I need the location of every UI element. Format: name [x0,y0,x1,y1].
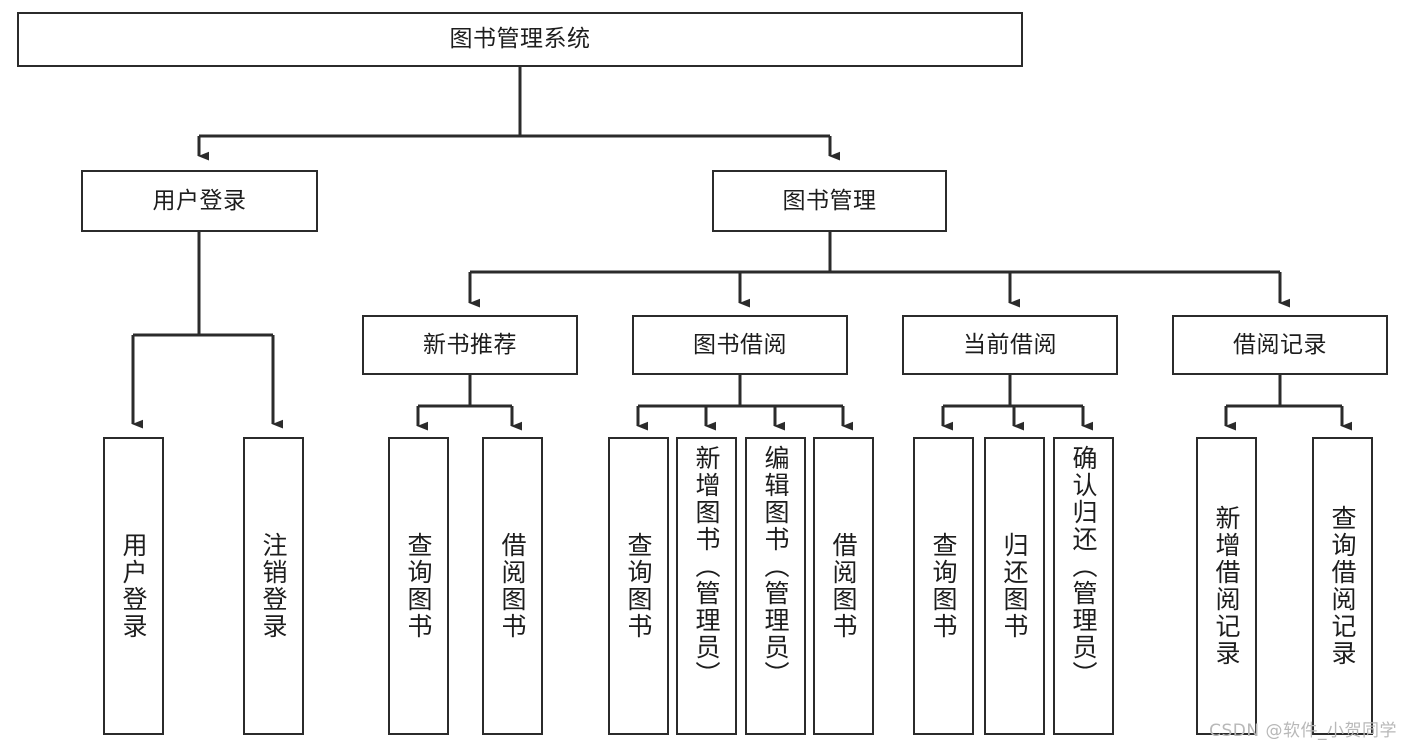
node-borrow-record-label: 借阅记录 [1233,331,1327,358]
node-leaf-logout-label: 注销登录 [259,532,288,640]
node-leaf-query-record-label: 查询借阅记录 [1328,505,1357,667]
node-leaf-add-record[interactable]: 新增借阅记录 [1196,437,1257,735]
node-leaf-user-login-label: 用户登录 [119,532,148,640]
node-leaf-query-book-2-label: 查询图书 [624,532,653,640]
node-leaf-user-login[interactable]: 用户登录 [103,437,164,735]
node-new-book-recommend[interactable]: 新书推荐 [362,315,578,375]
node-current-borrow[interactable]: 当前借阅 [902,315,1118,375]
node-leaf-edit-book-label: 编辑图书（管理员） [761,445,790,688]
node-leaf-add-book[interactable]: 新增图书（管理员） [676,437,737,735]
node-leaf-logout[interactable]: 注销登录 [243,437,304,735]
node-leaf-query-record[interactable]: 查询借阅记录 [1312,437,1373,735]
node-new-book-recommend-label: 新书推荐 [423,331,517,358]
node-user-login-label: 用户登录 [152,187,247,214]
node-leaf-borrow-book-2[interactable]: 借阅图书 [813,437,874,735]
node-current-borrow-label: 当前借阅 [963,331,1057,358]
node-leaf-return-book[interactable]: 归还图书 [984,437,1045,735]
node-book-borrow-label: 图书借阅 [693,331,787,358]
node-book-management[interactable]: 图书管理 [712,170,947,232]
node-book-management-label: 图书管理 [782,187,877,214]
node-book-borrow[interactable]: 图书借阅 [632,315,848,375]
node-leaf-query-book-1[interactable]: 查询图书 [388,437,449,735]
node-leaf-query-book-1-label: 查询图书 [404,532,433,640]
node-borrow-record[interactable]: 借阅记录 [1172,315,1388,375]
node-leaf-borrow-book-2-label: 借阅图书 [829,532,858,640]
node-user-login[interactable]: 用户登录 [81,170,318,232]
node-leaf-edit-book[interactable]: 编辑图书（管理员） [745,437,806,735]
node-leaf-add-record-label: 新增借阅记录 [1212,505,1241,667]
node-leaf-query-book-2[interactable]: 查询图书 [608,437,669,735]
node-leaf-borrow-book-1-label: 借阅图书 [498,532,527,640]
node-leaf-borrow-book-1[interactable]: 借阅图书 [482,437,543,735]
node-root-label: 图书管理系统 [449,26,591,53]
node-root[interactable]: 图书管理系统 [17,12,1023,67]
node-leaf-add-book-label: 新增图书（管理员） [692,445,721,688]
node-leaf-return-book-label: 归还图书 [1000,532,1029,640]
node-leaf-confirm-return-label: 确认归还（管理员） [1069,445,1098,688]
node-leaf-query-book-3[interactable]: 查询图书 [913,437,974,735]
node-leaf-query-book-3-label: 查询图书 [929,532,958,640]
node-leaf-confirm-return[interactable]: 确认归还（管理员） [1053,437,1114,735]
